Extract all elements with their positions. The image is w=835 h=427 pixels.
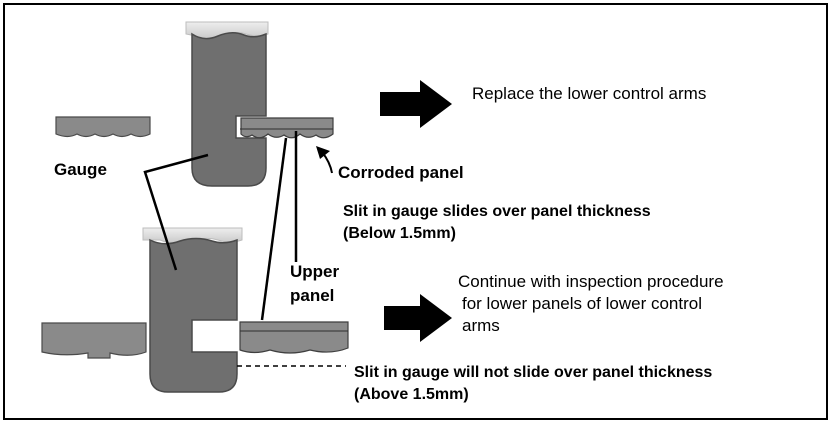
gauge-rest-top	[55, 116, 151, 138]
result-arrow-bottom	[384, 294, 452, 342]
upper-panel-label-line-2: panel	[290, 286, 335, 305]
gauge-leader-line	[143, 153, 209, 271]
result-continue-line-2: for lower panels of lower control	[462, 294, 703, 313]
panel-leader-diagonal	[260, 137, 288, 321]
note-below-line-2: (Below 1.5mm)	[343, 225, 456, 242]
result-arrow-top	[380, 80, 452, 128]
corroded-panel-label: Corroded panel	[338, 163, 464, 182]
result-continue-line-1: Continue with inspection procedure	[458, 272, 724, 291]
result-replace-lower-arms: Replace the lower control arms	[472, 84, 707, 103]
gauge-label: Gauge	[54, 160, 107, 179]
note-above-line-2: (Above 1.5mm)	[354, 386, 469, 403]
lower-gauge-body	[149, 237, 238, 393]
corroded-panel-shape	[240, 117, 334, 139]
result-continue-line-3: arms	[462, 316, 500, 335]
corroded-panel-arrowhead	[316, 146, 330, 159]
upper-panel-label-line-1: Upper	[290, 262, 340, 281]
upper-panel-shape	[239, 321, 349, 354]
diagram-border	[3, 3, 828, 420]
note-above-line-1: Slit in gauge will not slide over panel …	[354, 364, 713, 381]
upper-gauge-body	[191, 32, 267, 187]
note-below-line-1: Slit in gauge slides over panel thicknes…	[343, 203, 651, 220]
gauge-rest-bottom	[41, 322, 147, 359]
